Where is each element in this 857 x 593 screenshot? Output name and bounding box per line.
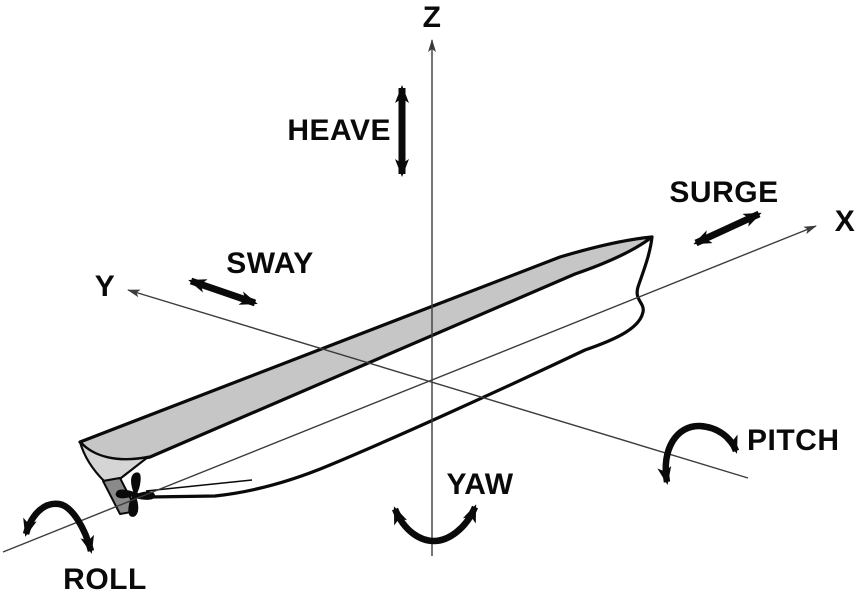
hull-side: [148, 237, 652, 497]
surge-label: SURGE: [669, 176, 778, 209]
roll-label: ROLL: [63, 563, 147, 593]
ship-hull: [78, 235, 654, 517]
pitch-label: PITCH: [747, 424, 840, 457]
motion-arrows: [22, 85, 762, 554]
x-axis-line: [2, 225, 817, 553]
z-axis-label: Z: [423, 1, 442, 34]
sway-label: SWAY: [226, 247, 314, 280]
pitch-arrow: [657, 422, 740, 485]
propeller-icon: [115, 472, 155, 517]
stern-counter: [78, 440, 150, 483]
heave-label: HEAVE: [287, 114, 391, 147]
labels: Z X Y HEAVE SWAY SURGE YAW PITCH ROLL: [63, 1, 855, 593]
x-axis-label: X: [835, 205, 856, 238]
surge-arrow: [693, 210, 762, 247]
sway-arrow: [188, 277, 258, 307]
roll-arrow: [22, 500, 95, 554]
y-axis-line: [127, 289, 749, 479]
stern-waterline: [145, 479, 253, 492]
yaw-arrow: [391, 504, 479, 545]
stem-and-keel-outline: [146, 235, 654, 499]
yaw-label: YAW: [446, 468, 513, 501]
coordinate-axes: [2, 39, 817, 556]
y-axis-label: Y: [95, 270, 116, 303]
